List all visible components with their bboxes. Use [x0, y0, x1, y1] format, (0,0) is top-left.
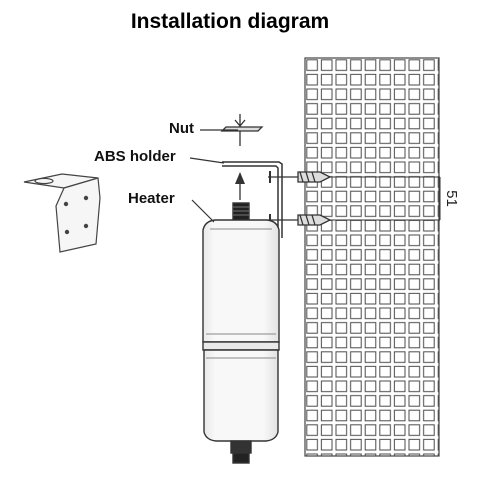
arrow-up-icon [235, 172, 245, 200]
heater-icon [202, 202, 280, 464]
screw-icon [268, 214, 332, 226]
label-abs-holder: ABS holder [94, 148, 176, 165]
screw-icon [268, 171, 332, 183]
wall-icon [304, 57, 440, 457]
heater-leader-line [191, 199, 215, 223]
diagram-title: Installation diagram [130, 10, 330, 33]
label-heater: Heater [128, 190, 175, 207]
holder-leader-line [189, 157, 225, 164]
dimension-label: 51 [442, 190, 460, 207]
abs-holder-icon [222, 161, 283, 238]
label-nut: Nut [169, 120, 194, 137]
bracket-icon [23, 173, 101, 253]
dimension-marker [330, 176, 441, 221]
